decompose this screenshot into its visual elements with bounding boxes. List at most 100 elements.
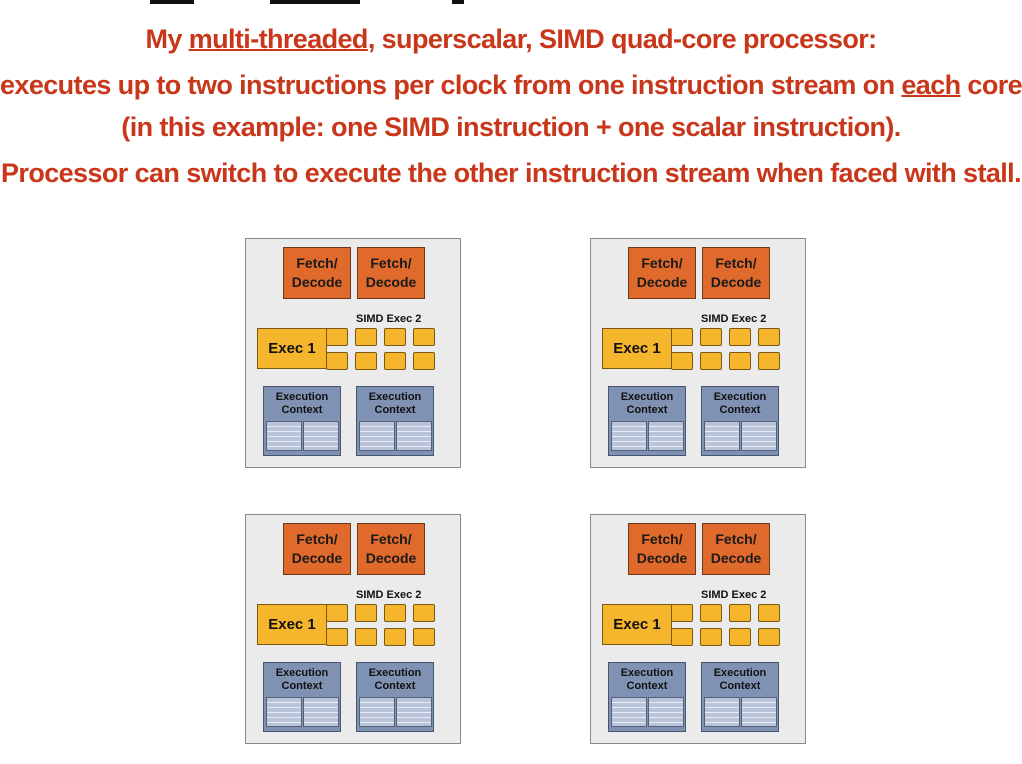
- title-fragment: [452, 0, 464, 4]
- simd-alu: [700, 628, 722, 646]
- heading-underlined-text: multi-threaded: [188, 24, 369, 54]
- exec1-unit: Exec 1: [257, 604, 327, 645]
- simd-alu: [384, 628, 406, 646]
- simd-alu: [384, 604, 406, 622]
- execution-context-label-line: Execution: [368, 667, 422, 679]
- simd-alu: [729, 352, 751, 370]
- execution-context-label-line: Context: [719, 404, 761, 416]
- decode-label: Decode: [365, 550, 417, 566]
- simd-alu: [729, 604, 751, 622]
- register-file: [611, 697, 647, 727]
- register-file: [266, 697, 302, 727]
- simd-exec-label: SIMD Exec 2: [356, 589, 422, 601]
- simd-alu: [326, 628, 348, 646]
- heading-text: My: [145, 24, 189, 54]
- simd-alu: [700, 604, 722, 622]
- simd-alu: [384, 328, 406, 346]
- register-file: [611, 421, 647, 451]
- fetch-label: Fetch/: [296, 255, 338, 271]
- fetch-label: Fetch/: [641, 255, 683, 271]
- fetch-decode-unit: Fetch/Decode: [628, 523, 696, 575]
- heading-line-2: executes up to two instructions per cloc…: [0, 70, 1022, 101]
- execution-context-label-line: Execution: [713, 667, 767, 679]
- register-file: [396, 421, 432, 451]
- simd-alu: [671, 604, 693, 622]
- execution-context-label-line: Context: [719, 680, 761, 692]
- simd-alu: [671, 328, 693, 346]
- cropped-title-fragment: [0, 0, 1022, 4]
- simd-alu: [758, 352, 780, 370]
- fetch-label: Fetch/: [370, 255, 412, 271]
- decode-label: Decode: [291, 550, 343, 566]
- fetch-label: Fetch/: [715, 255, 757, 271]
- execution-context-label-line: Execution: [275, 667, 329, 679]
- simd-alu: [413, 604, 435, 622]
- register-file: [303, 421, 339, 451]
- fetch-label: Fetch/: [296, 531, 338, 547]
- register-file: [704, 697, 740, 727]
- execution-context-label-line: Execution: [620, 667, 674, 679]
- simd-alu: [355, 328, 377, 346]
- title-fragment: [150, 0, 194, 4]
- fetch-decode-unit: Fetch/Decode: [357, 247, 425, 299]
- simd-exec-label: SIMD Exec 2: [701, 589, 767, 601]
- heading-underlined-text: each: [901, 70, 961, 100]
- simd-exec-label: SIMD Exec 2: [356, 313, 422, 325]
- simd-alu: [413, 628, 435, 646]
- simd-alu: [758, 328, 780, 346]
- decode-label: Decode: [291, 274, 343, 290]
- fetch-label: Fetch/: [641, 531, 683, 547]
- simd-alu: [413, 352, 435, 370]
- fetch-label: Fetch/: [370, 531, 412, 547]
- register-file: [648, 697, 684, 727]
- register-file: [704, 421, 740, 451]
- register-file: [648, 421, 684, 451]
- execution-context-label-line: Execution: [368, 391, 422, 403]
- fetch-decode-unit: Fetch/Decode: [357, 523, 425, 575]
- register-file: [359, 421, 395, 451]
- register-file: [396, 697, 432, 727]
- decode-label: Decode: [710, 550, 762, 566]
- fetch-decode-unit: Fetch/Decode: [628, 247, 696, 299]
- decode-label: Decode: [365, 274, 417, 290]
- simd-alu: [671, 352, 693, 370]
- exec1-unit: Exec 1: [602, 604, 672, 645]
- fetch-decode-unit: Fetch/Decode: [702, 523, 770, 575]
- simd-alu: [700, 328, 722, 346]
- execution-context-label-line: Context: [374, 680, 416, 692]
- register-file: [741, 697, 777, 727]
- fetch-decode-unit: Fetch/Decode: [283, 523, 351, 575]
- register-file: [266, 421, 302, 451]
- simd-alu: [729, 628, 751, 646]
- register-file: [359, 697, 395, 727]
- fetch-label: Fetch/: [715, 531, 757, 547]
- simd-alu: [326, 328, 348, 346]
- fetch-decode-unit: Fetch/Decode: [283, 247, 351, 299]
- simd-alu: [758, 628, 780, 646]
- exec1-unit: Exec 1: [602, 328, 672, 369]
- simd-alu: [355, 352, 377, 370]
- heading-text: core: [960, 70, 1022, 100]
- execution-context-label-line: Execution: [620, 391, 674, 403]
- execution-context-label-line: Context: [281, 404, 323, 416]
- heading-line-1: My multi-threaded, superscalar, SIMD qua…: [0, 24, 1022, 55]
- simd-alu: [355, 628, 377, 646]
- register-file: [303, 697, 339, 727]
- simd-alu: [326, 352, 348, 370]
- execution-context-label-line: Context: [374, 404, 416, 416]
